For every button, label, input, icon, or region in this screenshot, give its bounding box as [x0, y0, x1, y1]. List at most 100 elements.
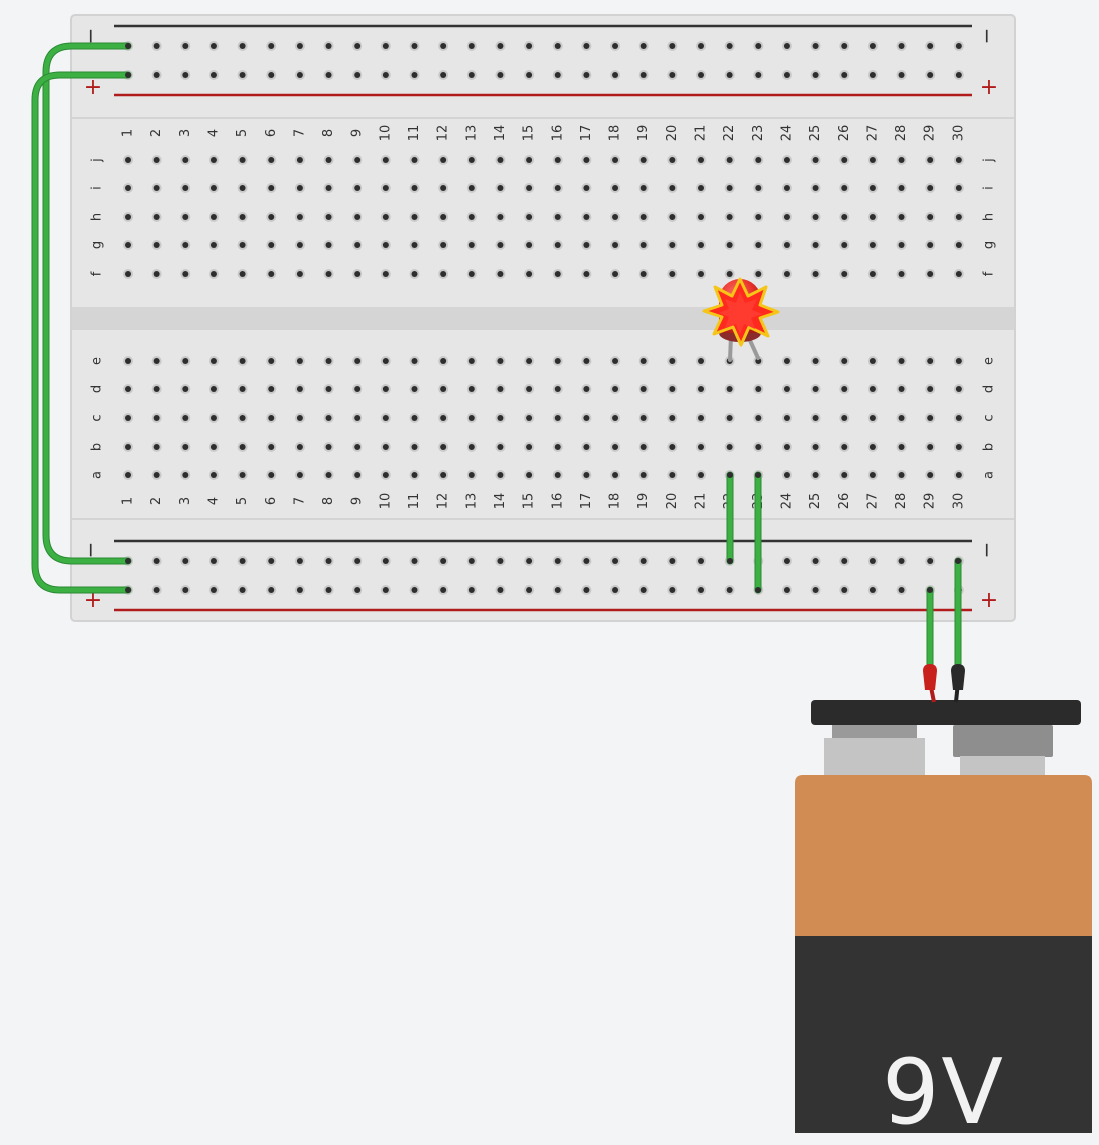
hole-b-5[interactable]	[239, 444, 246, 450]
hole-j-2[interactable]	[153, 157, 160, 163]
hole-f-18[interactable]	[612, 271, 619, 277]
hole-j-13[interactable]	[468, 157, 475, 163]
hole-d-19[interactable]	[640, 386, 647, 392]
hole-f-23[interactable]	[755, 271, 762, 277]
hole-j-19[interactable]	[640, 157, 647, 163]
top-minus-rail-hole[interactable]	[698, 43, 704, 49]
top-minus-rail-hole[interactable]	[210, 43, 217, 49]
hole-i-8[interactable]	[325, 185, 332, 191]
top-plus-rail-hole[interactable]	[182, 72, 189, 78]
hole-e-16[interactable]	[554, 358, 561, 364]
hole-d-29[interactable]	[927, 386, 934, 392]
bottom-minus-rail-hole[interactable]	[612, 558, 619, 564]
hole-a-2[interactable]	[153, 472, 160, 478]
hole-a-26[interactable]	[841, 472, 848, 478]
hole-c-24[interactable]	[783, 415, 790, 421]
hole-a-9[interactable]	[354, 472, 361, 478]
bottom-minus-rail-hole[interactable]	[153, 558, 160, 564]
bottom-minus-rail-hole[interactable]	[411, 558, 418, 564]
hole-i-30[interactable]	[955, 185, 962, 191]
hole-g-22[interactable]	[726, 242, 733, 248]
hole-e-29[interactable]	[927, 358, 934, 364]
hole-e-17[interactable]	[583, 358, 590, 364]
hole-h-1[interactable]	[125, 214, 131, 220]
hole-a-13[interactable]	[468, 472, 475, 478]
top-minus-rail-hole[interactable]	[268, 43, 275, 49]
hole-h-20[interactable]	[669, 214, 676, 220]
hole-g-29[interactable]	[927, 242, 934, 248]
top-plus-rail-hole[interactable]	[296, 72, 303, 78]
top-minus-rail-hole[interactable]	[755, 43, 762, 49]
hole-c-29[interactable]	[927, 415, 934, 421]
hole-h-7[interactable]	[296, 214, 303, 220]
hole-c-1[interactable]	[125, 415, 131, 421]
hole-a-19[interactable]	[640, 472, 647, 478]
hole-g-9[interactable]	[354, 242, 361, 248]
hole-g-13[interactable]	[468, 242, 475, 248]
hole-h-17[interactable]	[583, 214, 590, 220]
bottom-minus-rail-hole[interactable]	[898, 558, 905, 564]
hole-e-27[interactable]	[869, 358, 876, 364]
hole-h-23[interactable]	[755, 214, 762, 220]
hole-c-16[interactable]	[554, 415, 561, 421]
hole-g-21[interactable]	[698, 242, 704, 248]
hole-h-24[interactable]	[783, 214, 790, 220]
bottom-minus-rail-hole[interactable]	[927, 558, 934, 564]
hole-g-27[interactable]	[869, 242, 876, 248]
top-plus-rail-hole[interactable]	[726, 72, 733, 78]
hole-b-12[interactable]	[440, 444, 447, 450]
hole-j-29[interactable]	[927, 157, 934, 163]
hole-g-14[interactable]	[497, 242, 504, 248]
hole-j-14[interactable]	[497, 157, 504, 163]
top-plus-rail-hole[interactable]	[526, 72, 533, 78]
top-minus-rail-hole[interactable]	[468, 43, 475, 49]
hole-j-4[interactable]	[210, 157, 217, 163]
hole-e-24[interactable]	[783, 358, 790, 364]
hole-j-1[interactable]	[125, 157, 131, 163]
hole-e-11[interactable]	[411, 358, 418, 364]
hole-f-5[interactable]	[239, 271, 246, 277]
hole-a-1[interactable]	[125, 472, 131, 478]
top-minus-rail-hole[interactable]	[812, 43, 819, 49]
battery[interactable]	[795, 700, 1092, 1133]
hole-i-29[interactable]	[927, 185, 934, 191]
bottom-plus-rail-hole[interactable]	[354, 587, 361, 593]
bottom-minus-rail-hole[interactable]	[526, 558, 533, 564]
hole-j-12[interactable]	[440, 157, 447, 163]
hole-f-14[interactable]	[497, 271, 504, 277]
hole-h-11[interactable]	[411, 214, 418, 220]
bottom-minus-rail-hole[interactable]	[869, 558, 876, 564]
hole-d-26[interactable]	[841, 386, 848, 392]
top-minus-rail-hole[interactable]	[526, 43, 533, 49]
bottom-minus-rail-hole[interactable]	[296, 558, 303, 564]
hole-a-28[interactable]	[898, 472, 905, 478]
top-minus-rail-hole[interactable]	[583, 43, 590, 49]
hole-i-22[interactable]	[726, 185, 733, 191]
breadboard-holes[interactable]	[123, 41, 964, 595]
hole-b-23[interactable]	[755, 444, 762, 450]
hole-d-15[interactable]	[526, 386, 533, 392]
hole-e-18[interactable]	[612, 358, 619, 364]
hole-c-2[interactable]	[153, 415, 160, 421]
hole-f-22[interactable]	[726, 271, 733, 277]
hole-g-24[interactable]	[783, 242, 790, 248]
hole-h-3[interactable]	[182, 214, 189, 220]
hole-g-28[interactable]	[898, 242, 905, 248]
hole-c-17[interactable]	[583, 415, 590, 421]
top-plus-rail-hole[interactable]	[669, 72, 676, 78]
bottom-minus-rail-hole[interactable]	[554, 558, 561, 564]
top-plus-rail-hole[interactable]	[783, 72, 790, 78]
hole-c-18[interactable]	[612, 415, 619, 421]
hole-a-24[interactable]	[783, 472, 790, 478]
top-plus-rail-hole[interactable]	[325, 72, 332, 78]
hole-a-15[interactable]	[526, 472, 533, 478]
hole-c-20[interactable]	[669, 415, 676, 421]
top-minus-rail-hole[interactable]	[898, 43, 905, 49]
hole-b-2[interactable]	[153, 444, 160, 450]
hole-f-4[interactable]	[210, 271, 217, 277]
hole-g-4[interactable]	[210, 242, 217, 248]
hole-g-10[interactable]	[382, 242, 389, 248]
bottom-minus-rail-hole[interactable]	[812, 558, 819, 564]
top-minus-rail-hole[interactable]	[411, 43, 418, 49]
hole-b-8[interactable]	[325, 444, 332, 450]
